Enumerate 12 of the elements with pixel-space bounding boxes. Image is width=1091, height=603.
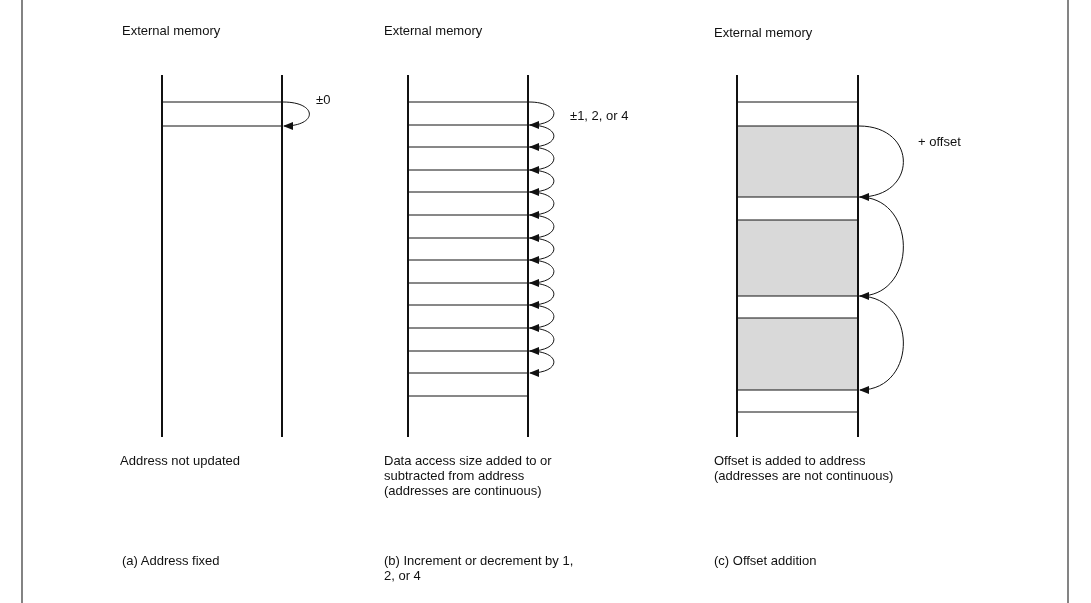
panel-heading: External memory (714, 25, 813, 40)
panel-heading: External memory (384, 23, 483, 38)
panel-description: Address not updated (120, 453, 241, 468)
panel-caption: (c) Offset addition (714, 553, 817, 568)
step-label: ±0 (316, 92, 331, 107)
panel-caption: (b) Increment or decrement by 1, 2, or 4 (384, 553, 575, 583)
panel-description: Data access size added to or subtracted from address (addresses are continuous) (384, 453, 553, 498)
panel-caption: (a) Address fixed (122, 553, 220, 568)
panel-heading: External memory (122, 23, 221, 38)
step-label: ±1, 2, or 4 (570, 108, 629, 123)
step-label: + offset (918, 134, 961, 149)
panel-description: Offset is added to address (addresses are not continuous) (714, 453, 895, 483)
